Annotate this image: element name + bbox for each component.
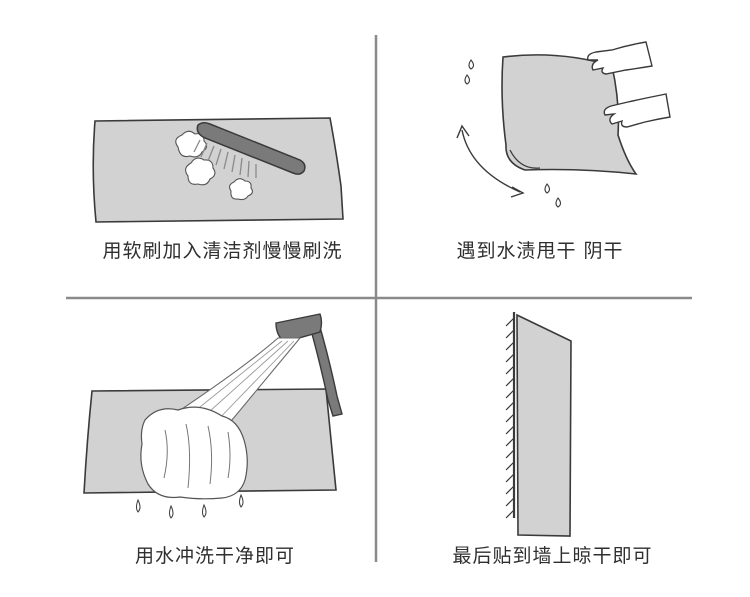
step-4-caption: 最后贴到墙上晾干即可 bbox=[452, 545, 653, 567]
step-2-caption: 遇到水渍甩干 阴干 bbox=[456, 240, 624, 262]
hands-shaking-mat-icon bbox=[456, 41, 671, 208]
mat-leaning-on-wall-icon bbox=[505, 312, 572, 537]
shower-rinsing-mat-icon bbox=[83, 313, 343, 519]
brush-on-mat-icon bbox=[92, 117, 344, 223]
step-1-caption: 用软刷加入清洁剂慢慢刷洗 bbox=[102, 240, 343, 262]
step-3-caption: 用水冲洗干净即可 bbox=[134, 545, 295, 567]
